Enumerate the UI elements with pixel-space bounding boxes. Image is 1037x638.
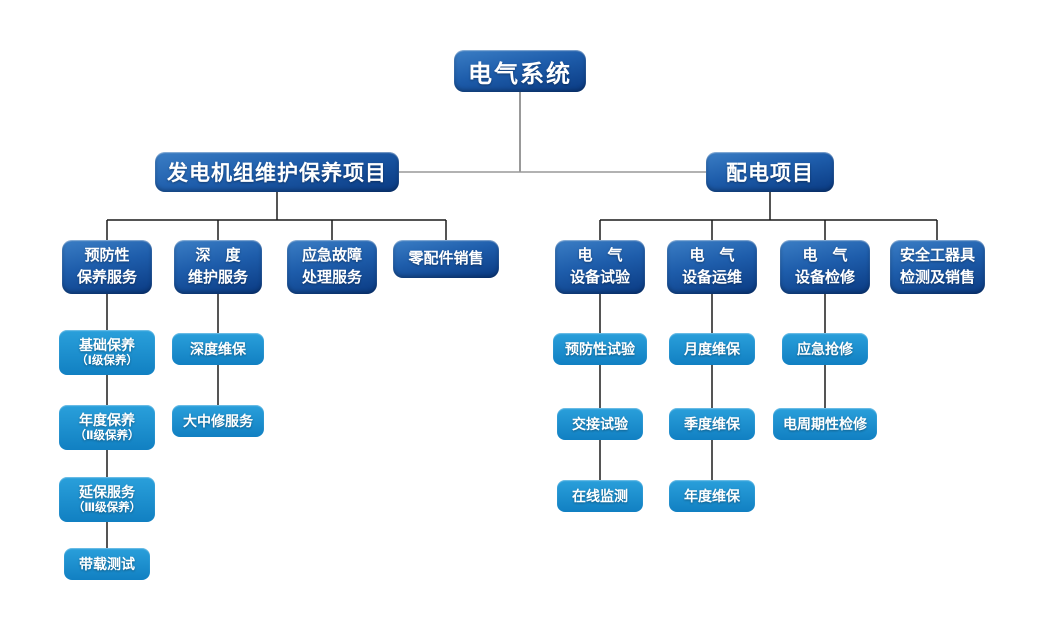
node-emergency-fault-service: 应急故障 处理服务 (287, 240, 377, 294)
node-distribution-project: 配电项目 (706, 152, 834, 192)
node-label: 预防性 (84, 247, 130, 265)
node-preventive-test: 预防性试验 (553, 333, 647, 365)
node-label: 维护服务 (187, 269, 248, 286)
node-equipment-testing: 电 气 设备试验 (555, 240, 645, 294)
node-sublabel: （Ⅱ级保养） (74, 430, 140, 443)
node-genset-maintenance-project: 发电机组维护保养项目 (155, 152, 399, 192)
node-preventive-maintenance-service: 预防性 保养服务 (62, 240, 152, 294)
node-label: 应急抢修 (797, 340, 853, 357)
node-label: 延保服务 (79, 483, 135, 500)
node-deep-maintenance-service: 深 度 维护服务 (174, 240, 262, 294)
node-sublabel: （Ⅰ级保养） (76, 355, 138, 368)
node-safety-tools-testing-sales: 安全工器具 检测及销售 (890, 240, 985, 294)
node-label: 发电机组维护保养项目 (167, 162, 387, 185)
node-handover-test: 交接试验 (557, 408, 643, 440)
node-label: 处理服务 (301, 269, 362, 286)
node-label: 设备试验 (569, 269, 630, 286)
node-label: 保养服务 (76, 269, 137, 286)
node-major-repair-service: 大中修服务 (172, 405, 264, 437)
node-label: 大中修服务 (183, 412, 253, 429)
node-quarterly-maintenance: 季度维保 (669, 408, 755, 440)
node-online-monitoring: 在线监测 (557, 480, 643, 512)
node-label: 检测及销售 (899, 269, 975, 286)
node-spare-parts-sales: 零配件销售 (393, 240, 499, 278)
node-label: 设备运维 (681, 269, 742, 286)
node-label: 配电项目 (726, 162, 814, 185)
node-equipment-operation: 电 气 设备运维 (667, 240, 757, 294)
node-label: 安全工器具 (899, 247, 975, 265)
node-annual-maintenance: 年度保养 （Ⅱ级保养） (59, 405, 155, 450)
node-label: 零配件销售 (408, 250, 484, 268)
node-extended-warranty-service: 延保服务 （Ⅲ级保养） (59, 477, 155, 522)
node-emergency-repair: 应急抢修 (782, 333, 868, 365)
node-label: 应急故障 (301, 247, 362, 265)
node-basic-maintenance: 基础保养 （Ⅰ级保养） (59, 330, 155, 375)
node-label: 年度保养 (79, 411, 135, 428)
node-label: 设备检修 (794, 269, 855, 286)
node-yearly-maintenance: 年度维保 (669, 480, 755, 512)
node-label: 交接试验 (572, 415, 628, 432)
node-label: 年度维保 (684, 487, 740, 504)
node-periodic-overhaul: 电周期性检修 (773, 408, 877, 440)
node-sublabel: （Ⅲ级保养） (72, 502, 142, 515)
node-label: 带载测试 (79, 555, 135, 572)
node-label: 电 气 (577, 247, 623, 265)
node-label: 电 气 (802, 247, 848, 265)
node-label: 预防性试验 (565, 340, 635, 357)
node-label: 电气系统 (468, 60, 572, 88)
node-label: 电周期性检修 (783, 415, 867, 432)
node-label: 季度维保 (684, 415, 740, 432)
node-label: 月度维保 (684, 340, 740, 357)
node-electrical-system: 电气系统 (454, 50, 586, 92)
node-load-test: 带载测试 (64, 548, 150, 580)
node-label: 基础保养 (79, 336, 135, 353)
node-equipment-overhaul: 电 气 设备检修 (780, 240, 870, 294)
node-label: 深 度 (195, 247, 241, 265)
node-label: 深度维保 (190, 340, 246, 357)
node-label: 在线监测 (572, 487, 628, 504)
node-label: 电 气 (689, 247, 735, 265)
node-monthly-maintenance: 月度维保 (669, 333, 755, 365)
node-deep-maintain: 深度维保 (172, 333, 264, 365)
